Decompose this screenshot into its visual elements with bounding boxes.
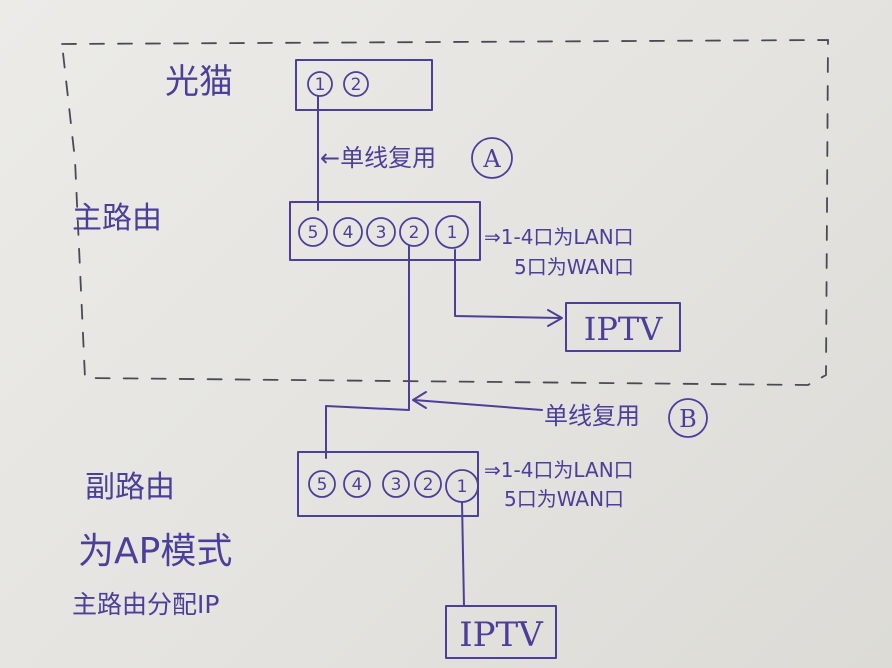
main-router-port-5: 5 xyxy=(298,217,328,247)
svg-text:3: 3 xyxy=(391,475,402,495)
main-router-port-4: 4 xyxy=(333,217,363,247)
main-router-port-2: 2 xyxy=(399,217,429,247)
modem-port-2: 2 xyxy=(343,71,369,97)
link-b-tag: B xyxy=(668,398,708,438)
main-router-port-3: 3 xyxy=(366,217,396,247)
sub-router-port-2: 2 xyxy=(414,470,442,498)
sub-router-port-4: 4 xyxy=(343,470,371,498)
modem-port-1: 1 xyxy=(307,71,333,97)
svg-text:A: A xyxy=(482,145,501,173)
main-router-note-1: ⇒1-4口为LAN口 xyxy=(484,225,634,249)
svg-text:5: 5 xyxy=(308,223,319,243)
iptv-top-line xyxy=(454,249,561,319)
svg-text:2: 2 xyxy=(423,475,434,495)
modem-label: 光猫 xyxy=(165,62,233,102)
link-b-line xyxy=(325,245,410,459)
svg-text:4: 4 xyxy=(343,223,354,243)
sub-router-mode-1: 为AP模式 xyxy=(78,531,232,572)
link-b-arrowhead xyxy=(412,391,427,409)
modem-box xyxy=(295,59,433,111)
main-router-box xyxy=(289,201,481,261)
svg-text:2: 2 xyxy=(409,223,420,243)
main-router-label: 主路由 xyxy=(72,201,162,236)
sub-router-mode-2: 主路由分配IP xyxy=(72,590,219,619)
iptv-bottom-box xyxy=(445,605,557,659)
link-b-label: 单线复用 xyxy=(544,402,640,430)
sub-router-port-5: 5 xyxy=(308,470,336,498)
iptv-bottom-label: IPTV xyxy=(459,615,544,655)
sub-router-port-3: 3 xyxy=(382,470,410,498)
svg-text:5: 5 xyxy=(317,475,328,495)
main-router-note-2: 5口为WAN口 xyxy=(514,255,634,279)
svg-text:1: 1 xyxy=(315,75,326,95)
svg-text:4: 4 xyxy=(352,475,363,495)
iptv-top-label: IPTV xyxy=(584,310,664,348)
iptv-bottom-line xyxy=(461,501,465,607)
svg-text:1: 1 xyxy=(447,223,458,243)
link-a-tag: A xyxy=(471,137,513,179)
link-a-label: ←单线复用 xyxy=(320,144,436,172)
sub-router-note-1: ⇒1-4口为LAN口 xyxy=(484,458,634,482)
svg-text:2: 2 xyxy=(351,75,362,95)
svg-text:B: B xyxy=(679,405,697,433)
svg-text:3: 3 xyxy=(376,223,387,243)
main-router-port-1: 1 xyxy=(435,215,469,249)
sub-router-port-1: 1 xyxy=(445,469,479,503)
home-boundary xyxy=(61,39,829,386)
sub-router-note-2: 5口为WAN口 xyxy=(504,487,624,511)
iptv-top-arrowhead xyxy=(547,309,563,327)
sub-router-label: 副路由 xyxy=(85,470,175,505)
svg-text:1: 1 xyxy=(457,477,468,497)
iptv-top-box xyxy=(565,302,681,352)
link-b-arrow-shaft xyxy=(413,399,543,411)
